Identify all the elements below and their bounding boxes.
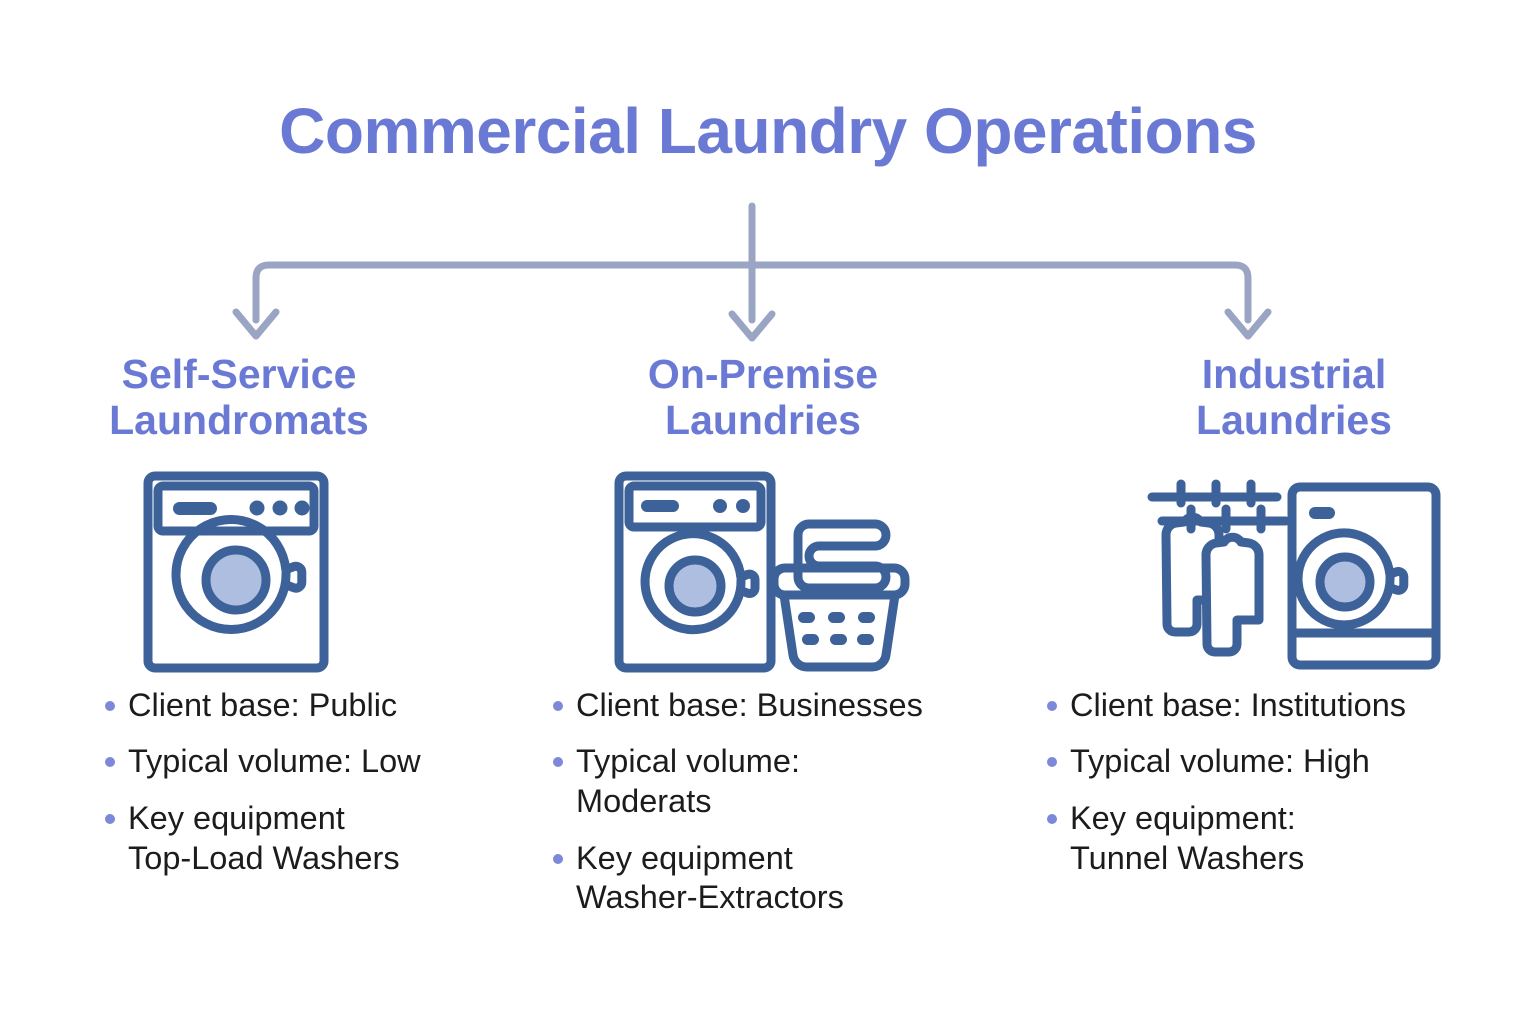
- list-item: Key equipment:Tunnel Washers: [1034, 799, 1514, 878]
- category-column-industrial: Industrial Laundries: [1024, 351, 1536, 1012]
- horizontal-bar: [252, 261, 1252, 324]
- list-item: Client base: Businesses: [540, 686, 980, 726]
- category-columns: Self-Service Laundromats: [0, 351, 1536, 1012]
- arrow-head-left: [232, 308, 280, 340]
- bullet-list: Client base: Businesses Typical volume:M…: [540, 686, 980, 918]
- hanging-garments-with-washing-machine-icon: [1147, 479, 1441, 670]
- icon-container: [506, 458, 1018, 686]
- column-heading-line1: Self-Service: [121, 351, 357, 397]
- list-item: Typical volume:Moderats: [540, 742, 980, 821]
- column-heading-line1: On-Premise: [647, 351, 879, 397]
- column-heading-line2: Laundries: [665, 396, 861, 443]
- column-heading-industrial: Industrial Laundries: [1038, 351, 1536, 444]
- list-item: Client base: Public: [92, 686, 492, 726]
- bullet-list: Client base: Institutions Typical volume…: [1034, 686, 1514, 879]
- column-heading-on-premise: On-Premise Laundries: [507, 351, 1019, 444]
- column-heading-line1: Industrial: [1201, 351, 1387, 397]
- list-item: Typical volume: High: [1034, 742, 1514, 782]
- list-item: Client base: Institutions: [1034, 686, 1514, 726]
- category-column-on-premise: On-Premise Laundries: [512, 351, 1024, 1012]
- icon-container: [0, 458, 492, 686]
- arrow-head-center: [728, 310, 776, 342]
- arrow-head-right: [1224, 308, 1272, 340]
- list-item: Typical volume: Low: [92, 742, 492, 782]
- bullet-list: Client base: Public Typical volume: Low …: [92, 686, 492, 879]
- category-column-self-service: Self-Service Laundromats: [0, 351, 512, 1012]
- icon-container: [1038, 458, 1536, 686]
- column-heading-self-service: Self-Service Laundromats: [0, 351, 495, 444]
- column-heading-line2: Laundries: [1196, 396, 1392, 443]
- page-title: Commercial Laundry Operations: [279, 95, 1257, 167]
- column-heading-line2: Laundromats: [109, 396, 369, 443]
- washing-machine-icon: [143, 471, 329, 673]
- washing-machine-with-laundry-basket-icon: [614, 471, 910, 673]
